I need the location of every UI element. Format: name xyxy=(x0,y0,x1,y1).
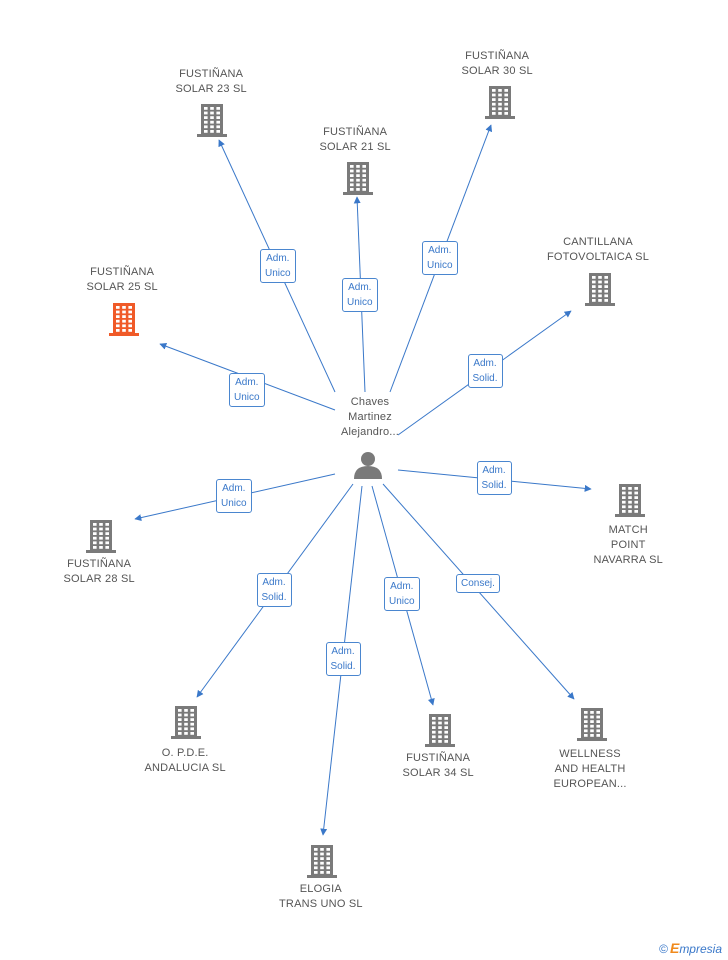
company-label-elogia-line: ELOGIA xyxy=(299,883,342,895)
company-label-fs28-line: FUSTIÑANA xyxy=(67,558,132,570)
company-label-fs21-line: FUSTIÑANA xyxy=(323,126,388,138)
role-badge-fs34: Adm. Unico xyxy=(384,577,420,611)
building-icon xyxy=(615,484,645,517)
role-badge-fs28: Adm. Unico xyxy=(216,479,252,513)
company-label-match: MATCH POINT NAVARRA SL xyxy=(594,523,663,568)
empresia-watermark: ©Empresia xyxy=(659,940,722,956)
company-label-opde: O. P.D.E. ANDALUCIA SL xyxy=(145,746,226,776)
role-badge-fs23-line: Unico xyxy=(265,268,291,279)
building-icon xyxy=(577,708,607,741)
role-badge-well: Consej. xyxy=(456,573,500,593)
building-icon-highlighted xyxy=(109,303,139,336)
role-badge-fs21-line: Unico xyxy=(347,297,373,308)
company-label-well: WELLNESS AND HEALTH EUROPEAN... xyxy=(554,747,627,792)
company-label-well-line: WELLNESS xyxy=(559,747,621,760)
company-label-fs30-line: SOLAR 30 SL xyxy=(461,65,533,77)
person-label-line: Martinez xyxy=(348,410,392,423)
company-label-well-line: EUROPEAN... xyxy=(553,777,627,790)
role-badge-cant-line: Solid. xyxy=(472,373,498,384)
role-badge-fs30-line: Adm. xyxy=(428,245,452,256)
role-badge-match: Adm. Solid. xyxy=(476,461,512,495)
company-label-match-line: POINT xyxy=(610,538,646,551)
company-label-fs25-line: FUSTIÑANA xyxy=(90,266,155,278)
company-label-fs21: FUSTIÑANA SOLAR 21 SL xyxy=(320,125,391,155)
role-badge-match-line: Solid. xyxy=(481,480,507,491)
company-label-fs30-line: FUSTIÑANA xyxy=(465,50,530,62)
company-label-fs34-line: FUSTIÑANA xyxy=(406,752,471,764)
edges-layer xyxy=(134,124,592,836)
company-label-fs25: FUSTIÑANA SOLAR 25 SL xyxy=(87,265,158,295)
role-badge-elogia-line: Adm. xyxy=(331,646,355,657)
company-label-fs34: FUSTIÑANA SOLAR 34 SL xyxy=(403,751,474,781)
brand-name: mpresia xyxy=(679,942,722,956)
building-icon xyxy=(485,86,515,119)
company-label-well-line: AND HEALTH xyxy=(554,762,626,775)
person-icon xyxy=(354,452,382,479)
building-icon xyxy=(585,273,615,306)
company-label-match-line: MATCH xyxy=(608,523,648,536)
role-badge-match-line: Adm. xyxy=(482,465,506,476)
company-label-opde-line: ANDALUCIA SL xyxy=(144,762,226,774)
role-badge-fs23-line: Adm. xyxy=(266,253,290,264)
building-icon xyxy=(307,845,337,878)
company-label-fs23-line: FUSTIÑANA xyxy=(179,68,244,80)
building-icon xyxy=(343,162,373,195)
role-badge-elogia-line: Solid. xyxy=(330,661,356,672)
role-badge-fs25: Adm. Unico xyxy=(229,373,265,407)
role-badge-fs28-line: Unico xyxy=(221,498,247,509)
role-badge-opde-line: Adm. xyxy=(262,577,286,588)
company-label-elogia-line: TRANS UNO SL xyxy=(279,898,363,910)
copyright-icon: © xyxy=(659,942,668,956)
role-badge-cant: Adm. Solid. xyxy=(467,354,503,388)
role-badge-fs34-line: Adm. xyxy=(390,581,414,592)
company-label-match-line: NAVARRA SL xyxy=(593,553,663,566)
company-label-fs30: FUSTIÑANA SOLAR 30 SL xyxy=(462,49,533,79)
role-badge-opde: Adm. Solid. xyxy=(256,573,292,607)
company-label-fs25-line: SOLAR 25 SL xyxy=(86,281,158,293)
role-badge-fs34-line: Unico xyxy=(389,596,415,607)
company-label-opde-line: O. P.D.E. xyxy=(161,747,209,759)
role-badge-fs25-line: Adm. xyxy=(235,377,259,388)
building-icon xyxy=(425,714,455,747)
company-label-fs34-line: SOLAR 34 SL xyxy=(402,767,474,779)
company-label-fs23-line: SOLAR 23 SL xyxy=(175,83,247,95)
role-badge-cant-line: Adm. xyxy=(473,358,497,369)
company-label-cant: CANTILLANA FOTOVOLTAICA SL xyxy=(547,235,649,265)
building-icon xyxy=(197,104,227,137)
role-badge-fs30: Adm. Unico xyxy=(422,241,458,275)
role-badge-fs28-line: Adm. xyxy=(222,483,246,494)
building-icon xyxy=(86,520,116,553)
brand-initial: E xyxy=(669,940,680,956)
company-label-cant-line: CANTILLANA xyxy=(563,236,633,248)
company-label-fs21-line: SOLAR 21 SL xyxy=(319,141,391,153)
icons-layer xyxy=(86,86,645,878)
company-label-fs23: FUSTIÑANA SOLAR 23 SL xyxy=(176,67,247,97)
role-badge-opde-line: Solid. xyxy=(261,592,287,603)
company-label-elogia: ELOGIA TRANS UNO SL xyxy=(279,882,363,912)
role-badge-elogia: Adm. Solid. xyxy=(325,642,361,676)
company-label-fs28-line: SOLAR 28 SL xyxy=(63,573,135,585)
building-icon xyxy=(171,706,201,739)
role-badge-fs21-line: Adm. xyxy=(348,282,372,293)
role-badge-fs23: Adm. Unico xyxy=(260,249,296,283)
person-label-line: Chaves xyxy=(350,395,390,408)
role-badge-well-line: Consej. xyxy=(461,577,495,589)
company-label-cant-line: FOTOVOLTAICA SL xyxy=(547,251,650,263)
role-badge-fs30-line: Unico xyxy=(427,260,453,271)
role-badge-fs21: Adm. Unico xyxy=(342,278,378,312)
person-label-line: Alejandro... xyxy=(341,425,400,438)
company-label-fs28: FUSTIÑANA SOLAR 28 SL xyxy=(64,557,135,587)
role-badge-fs25-line: Unico xyxy=(234,392,260,403)
